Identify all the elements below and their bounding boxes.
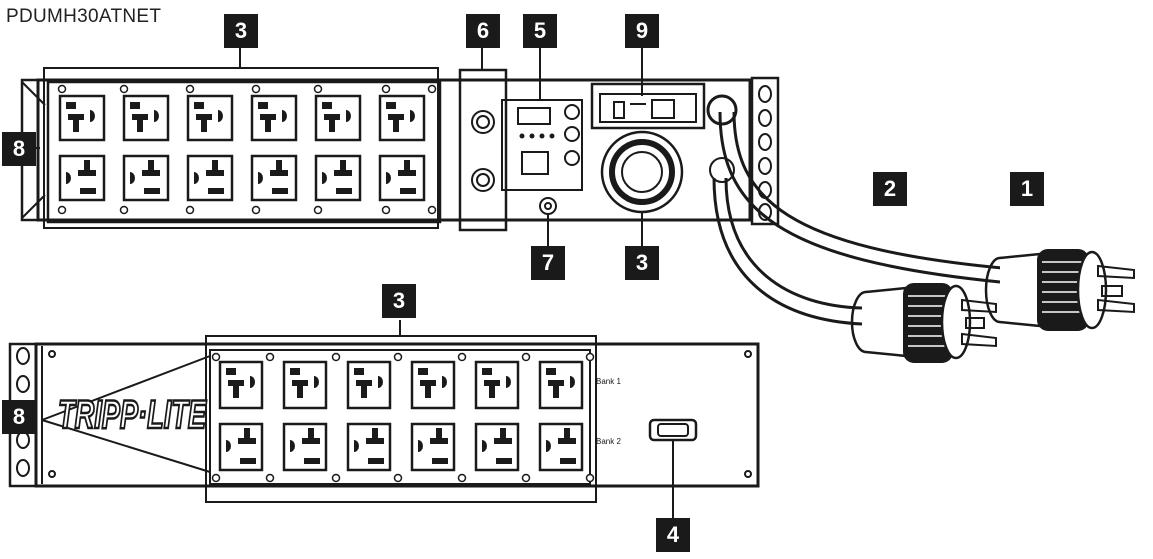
screw [251, 205, 261, 215]
outlet-5-20 [122, 154, 170, 202]
screw [585, 473, 595, 483]
outlet-5-20 [250, 94, 298, 142]
input-plug-1 [984, 249, 1135, 331]
screw [393, 352, 403, 362]
screw [57, 205, 67, 215]
screw [57, 84, 67, 94]
screw [313, 205, 323, 215]
callout-3-front-outlets: 3 [382, 284, 416, 318]
callout-5-display: 5 [523, 14, 557, 48]
outlet-5-20 [282, 360, 328, 410]
outlet-5-20 [122, 94, 170, 142]
outlet-5-20 [250, 154, 298, 202]
outlet-5-20 [346, 422, 392, 472]
screw [185, 205, 195, 215]
screw [457, 352, 467, 362]
outlet-5-20 [474, 422, 520, 472]
outlet-5-20 [538, 422, 584, 472]
front-outlet-group [211, 352, 595, 483]
screw [331, 352, 341, 362]
callout-8-front-bracket: 8 [2, 400, 36, 434]
outlet-5-20 [282, 422, 328, 472]
screw [251, 84, 261, 94]
screw [521, 352, 531, 362]
callout-2-input-plug: 2 [873, 172, 907, 206]
callout-6-breakers: 6 [466, 14, 500, 48]
callout-9-network-card: 9 [625, 14, 659, 48]
screw [393, 473, 403, 483]
outlet-5-20 [474, 360, 520, 410]
rear-view-pdu [20, 67, 1135, 363]
screw [381, 84, 391, 94]
screw [265, 473, 275, 483]
screw [585, 352, 595, 362]
screw [427, 205, 437, 215]
screw [265, 352, 275, 362]
screw [521, 473, 531, 483]
screw [457, 473, 467, 483]
screw [427, 84, 437, 94]
callout-3-rear-outlets: 3 [224, 14, 258, 48]
outlet-5-20 [58, 154, 106, 202]
outlet-5-20 [314, 94, 362, 142]
outlet-5-20 [314, 154, 362, 202]
model-label: PDUMH30ATNET [6, 6, 162, 27]
screw [185, 84, 195, 94]
outlet-5-20 [538, 360, 584, 410]
outlet-5-20 [346, 360, 392, 410]
rear-outlet-group [57, 84, 437, 215]
callout-8-rear-bracket: 8 [2, 132, 36, 166]
logo-text: TRIPP·LITE [58, 393, 207, 437]
screw [313, 84, 323, 94]
screw [211, 473, 221, 483]
outlet-5-20 [218, 422, 264, 472]
callout-7-reset-button: 7 [531, 246, 565, 280]
callout-1-input-plug: 1 [1010, 172, 1044, 206]
outlet-5-20 [378, 94, 426, 142]
screw [381, 205, 391, 215]
bank-label-1: Bank 1 [596, 377, 621, 386]
outlet-5-20 [186, 154, 234, 202]
front-view-pdu [8, 147, 760, 522]
input-plug-2 [850, 283, 997, 363]
outlet-5-20 [58, 94, 106, 142]
outlet-5-20 [186, 94, 234, 142]
outlet-5-20 [410, 360, 456, 410]
callout-3-input-receptacle: 3 [625, 246, 659, 280]
outlet-5-20 [378, 154, 426, 202]
screw [331, 473, 341, 483]
callout-4-serial-port: 4 [656, 518, 690, 552]
screw [119, 84, 129, 94]
outlet-5-20 [218, 360, 264, 410]
screw [119, 205, 129, 215]
screw [211, 352, 221, 362]
bank-label-2: Bank 2 [596, 437, 621, 446]
outlet-5-20 [410, 422, 456, 472]
